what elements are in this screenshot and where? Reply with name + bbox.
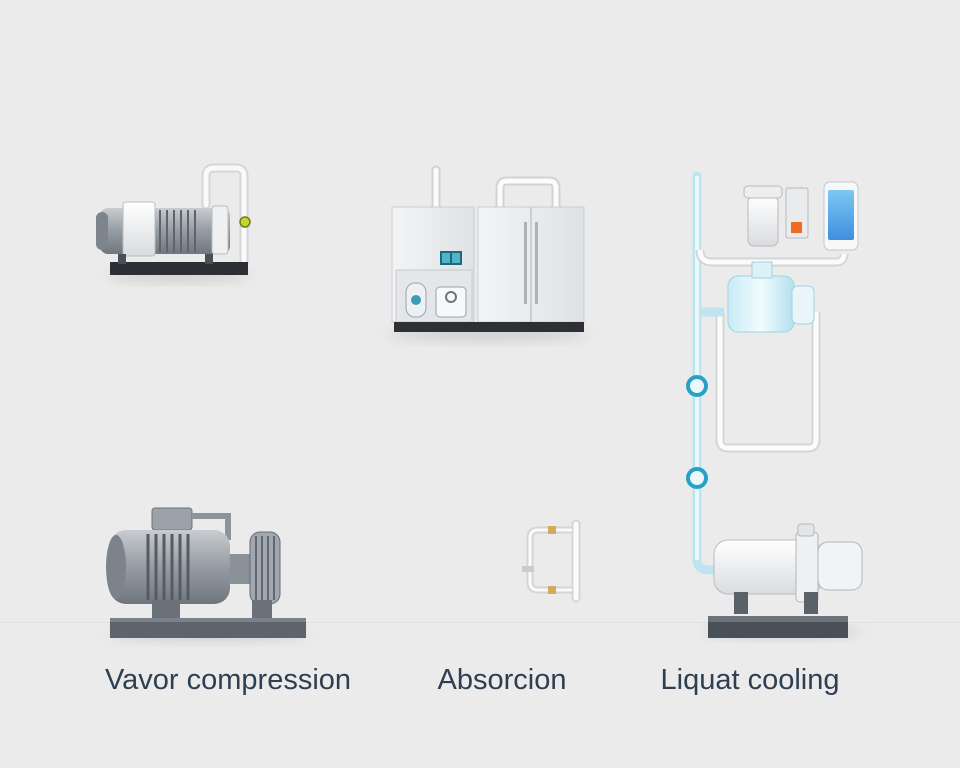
floor-line <box>0 622 960 623</box>
label-absorption: Absorcion <box>437 664 567 696</box>
label-vapor-compression: Vavor compression <box>104 664 352 696</box>
liquid-cooling-unit <box>686 171 863 638</box>
label-liquid-cooling: Liquat cooling <box>660 664 840 696</box>
pipe-fitting <box>522 519 581 603</box>
small-compressor-unit <box>96 163 251 282</box>
absorption-unit <box>388 165 588 341</box>
large-compressor-unit <box>106 507 308 641</box>
